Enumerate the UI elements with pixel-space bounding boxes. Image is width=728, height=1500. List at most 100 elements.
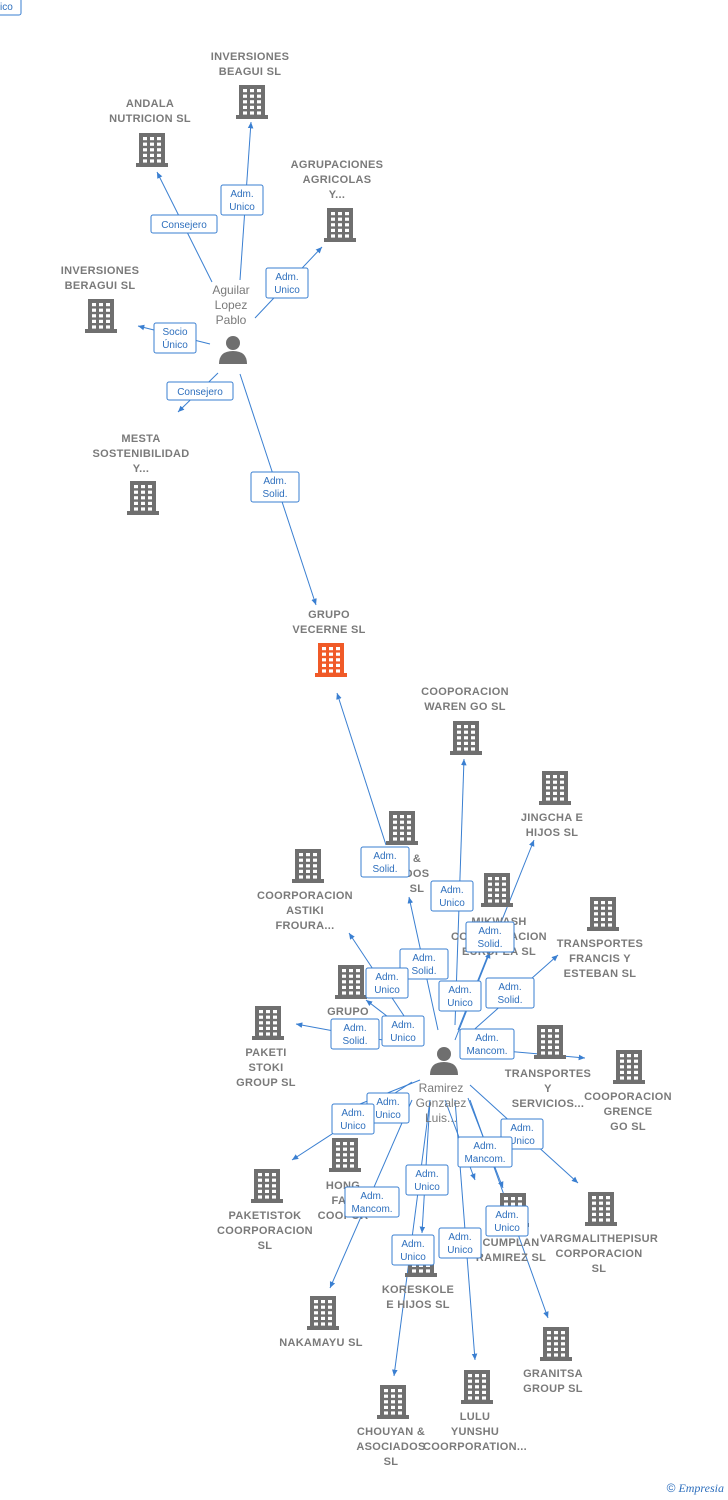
relation-label[interactable]: Adm.Mancom. (459, 1028, 515, 1060)
company-node[interactable]: GRUPO VECERNE SL (292, 609, 365, 677)
company-name[interactable]: E HIJOS SL (386, 1299, 450, 1311)
relation-label[interactable]: Adm.Unico (430, 880, 474, 912)
company-name[interactable]: STOKI (249, 1062, 284, 1074)
company-name[interactable]: GRUPO (308, 609, 350, 621)
company-name[interactable]: Y... (329, 189, 346, 201)
company-node[interactable]: COOPORACION WAREN GO SL (421, 686, 509, 755)
company-name[interactable]: ASOCIADOS (356, 1441, 425, 1453)
person-node[interactable]: RamirezGonzalezLuis... (416, 1047, 467, 1125)
company-name[interactable]: AGRICOLAS (303, 174, 372, 186)
company-name[interactable]: NUTRICION SL (109, 113, 191, 125)
company-node[interactable]: NAKAMAYU SL (279, 1296, 363, 1349)
relation-label[interactable]: Consejero (150, 214, 218, 234)
relation-label[interactable]: Adm.Unico (438, 980, 482, 1012)
company-name[interactable]: GROUP SL (523, 1383, 583, 1395)
company-name[interactable]: Y... (133, 463, 150, 475)
relation-label[interactable]: Adm.Solid. (485, 977, 535, 1009)
company-name[interactable]: NAKAMAYU SL (279, 1337, 363, 1349)
relation-label[interactable]: Adm.Solid. (465, 921, 515, 953)
company-name[interactable]: BERAGUI SL (65, 280, 136, 292)
relation-label[interactable]: Adm.Unico (0, 0, 22, 16)
company-name[interactable]: COORPORATION... (423, 1441, 527, 1453)
company-name[interactable]: GROUP SL (236, 1077, 296, 1089)
company-name[interactable]: FROURA... (276, 920, 335, 932)
company-node[interactable]: COORPORACION ASTIKI FROURA... (257, 849, 353, 932)
company-name[interactable]: PAKETISTOK (229, 1210, 302, 1222)
relation-label[interactable]: Adm.Mancom. (344, 1186, 400, 1218)
person-name[interactable]: Pablo (216, 313, 247, 327)
company-name[interactable]: SL (258, 1240, 273, 1252)
company-name[interactable]: CUMPLAN (482, 1237, 539, 1249)
company-name[interactable]: AGRUPACIONES (291, 159, 384, 171)
company-name[interactable]: FRANCIS Y (569, 953, 631, 965)
company-name[interactable]: GO SL (610, 1121, 646, 1133)
person-name[interactable]: Gonzalez (416, 1096, 467, 1110)
person-name[interactable]: Luis... (425, 1111, 457, 1125)
company-name[interactable]: CHOUYAN & (357, 1426, 425, 1438)
company-name[interactable]: JINGCHA E (521, 812, 583, 824)
company-node[interactable]: AGRUPACIONES AGRICOLAS Y... (291, 159, 384, 242)
relation-label[interactable]: Adm.Solid. (250, 471, 300, 503)
company-name[interactable]: GRANITSA (523, 1368, 583, 1380)
company-name[interactable]: RAMIREZ SL (476, 1252, 546, 1264)
company-node[interactable]: MESTASOSTENIBILIDADY... (92, 433, 189, 515)
company-name[interactable]: Y (544, 1083, 552, 1095)
company-name[interactable]: ASTIKI (286, 905, 324, 917)
company-name[interactable]: INVERSIONES (211, 51, 290, 63)
relation-label[interactable]: Adm.Solid. (330, 1018, 380, 1050)
company-name[interactable]: SL (410, 883, 425, 895)
relation-label[interactable]: Adm.Unico (485, 1205, 529, 1237)
company-name[interactable]: & (413, 853, 421, 865)
person-name[interactable]: Ramirez (419, 1081, 464, 1095)
company-node[interactable]: INVERSIONES BERAGUI SL (61, 265, 140, 333)
relation-label[interactable]: Adm.Unico (438, 1227, 482, 1259)
company-name[interactable]: SOSTENIBILIDAD (92, 448, 189, 460)
person-name[interactable]: Lopez (215, 298, 248, 312)
relation-label[interactable]: Adm.Solid. (399, 948, 449, 980)
company-name[interactable]: SL (384, 1456, 399, 1468)
footer-brand[interactable]: ©Empresia (667, 1481, 724, 1496)
person-name[interactable]: Aguilar (212, 283, 249, 297)
company-name[interactable]: ANDALA (126, 98, 174, 110)
company-name[interactable]: ESTEBAN SL (564, 968, 637, 980)
relation-label[interactable]: Adm.Unico (331, 1103, 375, 1135)
company-name[interactable]: INVERSIONES (61, 265, 140, 277)
company-node[interactable]: PAKETI STOKI GROUP SL (236, 1006, 296, 1089)
relation-label[interactable]: Adm.Unico (391, 1234, 435, 1266)
company-name[interactable]: HIJOS SL (526, 827, 579, 839)
relation-label[interactable]: Adm.Unico (265, 267, 309, 299)
company-name[interactable]: LULU (460, 1411, 491, 1423)
company-name[interactable]: PAKETI (245, 1047, 286, 1059)
company-name[interactable]: COORPORACION (257, 890, 353, 902)
relation-label[interactable]: Adm.Solid. (360, 846, 410, 878)
relation-label[interactable]: Adm.Unico (405, 1164, 449, 1196)
company-node[interactable]: JINGCHA E HIJOS SL (521, 771, 583, 839)
company-name[interactable]: COORPORACION (217, 1225, 313, 1237)
company-name[interactable]: VECERNE SL (292, 624, 365, 636)
company-node[interactable]: TRANSPORTES Y SERVICIOS... (505, 1025, 591, 1110)
relation-label[interactable]: Adm.Unico (365, 967, 409, 999)
company-name[interactable]: SERVICIOS... (512, 1098, 584, 1110)
company-node[interactable]: GRANITSA GROUP SL (523, 1327, 583, 1395)
company-name[interactable]: WAREN GO SL (424, 701, 506, 713)
company-name[interactable]: YUNSHU (451, 1426, 499, 1438)
relation-label[interactable]: Adm.Mancom. (457, 1136, 513, 1168)
company-name[interactable]: COOPORACION (421, 686, 509, 698)
company-name[interactable]: SL (592, 1263, 607, 1275)
relation-label[interactable]: Consejero (166, 381, 234, 401)
company-node[interactable]: LULU YUNSHU COORPORATION... (423, 1370, 527, 1453)
company-name[interactable]: TRANSPORTES (557, 938, 643, 950)
company-node[interactable]: ANDALA NUTRICION SL (109, 98, 191, 167)
company-name[interactable]: TRANSPORTES (505, 1068, 591, 1080)
company-node[interactable]: PAKETISTOK COORPORACION SL (217, 1169, 313, 1252)
company-name[interactable]: KORESKOLE (382, 1284, 454, 1296)
relation-label[interactable]: Adm.Unico (220, 184, 264, 216)
company-name[interactable]: DOS (405, 868, 430, 880)
company-name[interactable]: VARGMALITHEPISUR (540, 1233, 658, 1245)
company-name[interactable]: GRENCE (604, 1106, 653, 1118)
